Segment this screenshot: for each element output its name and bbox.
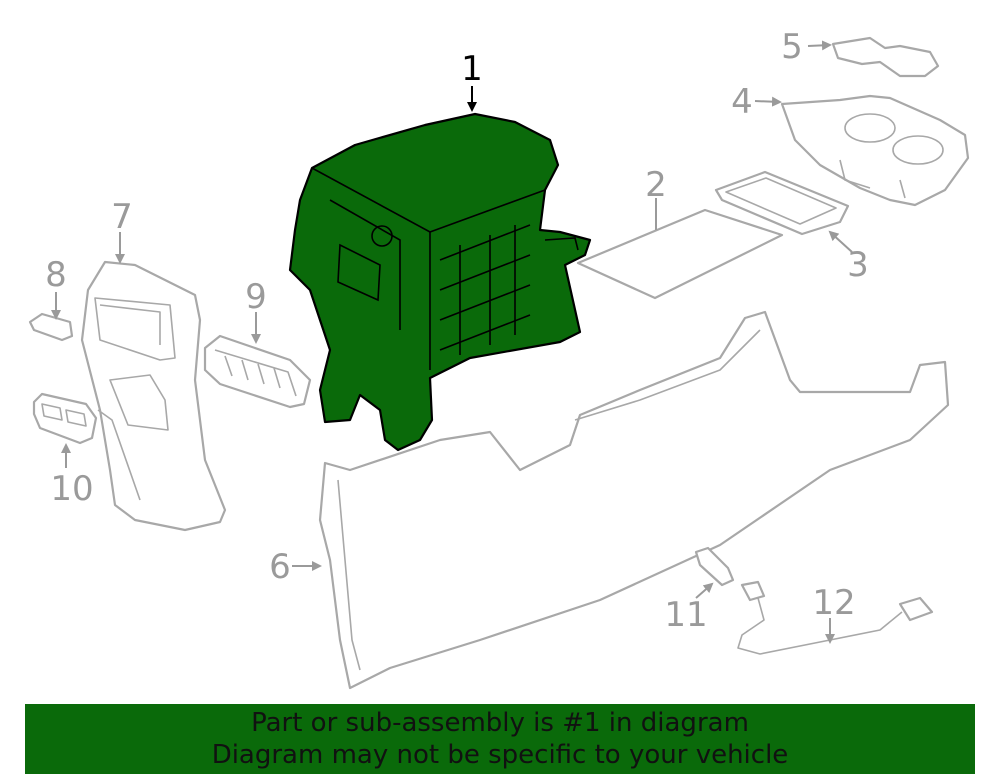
part-6-console-panel <box>318 310 950 690</box>
callout-5: 5 <box>781 27 803 67</box>
callout-11: 11 <box>664 595 707 635</box>
callout-6: 6 <box>269 547 291 587</box>
part-9-switch-panel <box>203 334 312 409</box>
callout-10: 10 <box>50 469 93 509</box>
part-1-console-box <box>288 112 592 452</box>
callout-2: 2 <box>645 165 667 205</box>
part-5-cup-mat <box>831 36 940 78</box>
callout-7: 7 <box>111 197 133 237</box>
callout-1: 1 <box>461 49 483 89</box>
part-7-front-panel <box>80 260 227 532</box>
callout-3: 3 <box>847 245 869 285</box>
leader-4 <box>754 96 782 107</box>
callout-9: 9 <box>245 277 267 317</box>
part-4-cup-holder <box>780 94 970 207</box>
callout-4: 4 <box>731 82 753 122</box>
parts-diagram: 1 2 3 4 5 6 7 8 9 10 11 12 <box>28 27 970 690</box>
leader-5 <box>807 40 832 51</box>
part-8-clip <box>28 312 74 342</box>
info-banner: Part or sub-assembly is #1 in diagram Di… <box>25 704 975 774</box>
part-12-wire-harness <box>737 580 934 655</box>
banner-line-2: Diagram may not be specific to your vehi… <box>211 740 789 770</box>
part-2-mat <box>576 208 784 300</box>
leader-3 <box>828 230 853 253</box>
banner-line-1: Part or sub-assembly is #1 in diagram <box>251 708 749 738</box>
callout-8: 8 <box>45 255 67 295</box>
leader-11 <box>695 582 714 599</box>
callout-12: 12 <box>812 583 855 623</box>
part-3-tray <box>714 170 850 236</box>
part-10-switch <box>32 392 98 445</box>
part-11-connector <box>694 546 735 587</box>
